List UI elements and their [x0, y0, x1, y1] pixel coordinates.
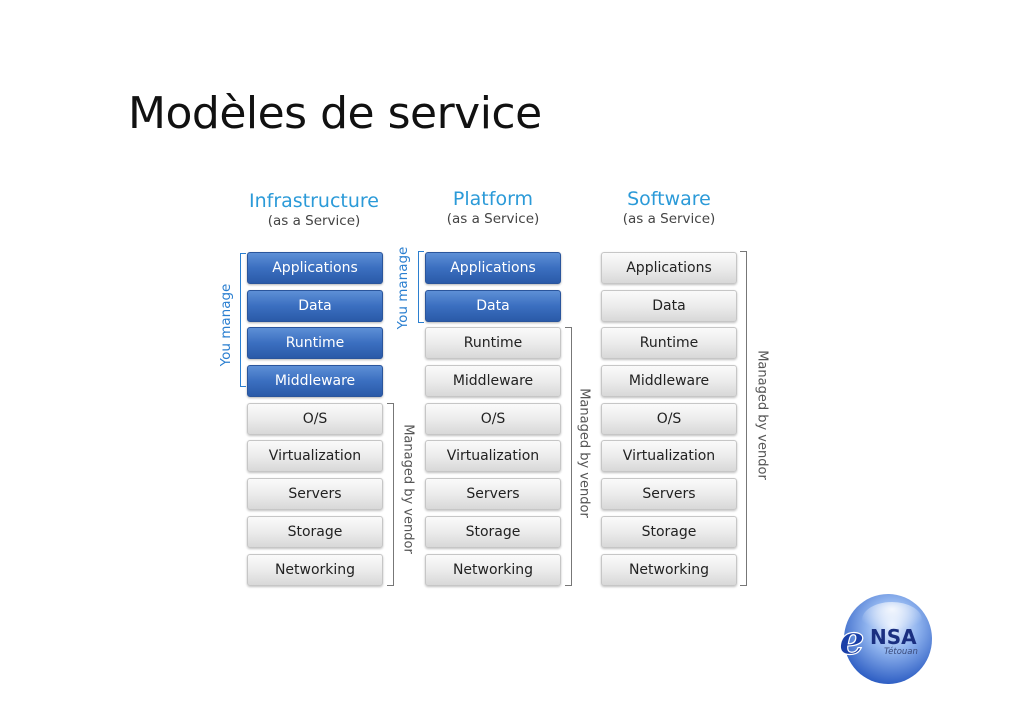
iaas-you-manage-bracket [240, 253, 246, 387]
saas-layer-runtime: Runtime [601, 327, 737, 360]
paas-layer-servers: Servers [425, 478, 561, 511]
paas-heading: Platform (as a Service) [403, 188, 583, 228]
iaas-layer-storage: Storage [247, 515, 383, 548]
paas-layer-networking: Networking [425, 553, 561, 586]
saas-heading: Software (as a Service) [579, 188, 759, 228]
paas-you-manage-label: You manage [395, 246, 411, 330]
saas-layer-virtualization: Virtualization [601, 440, 737, 473]
paas-layer-data: Data [425, 289, 561, 322]
saas-heading-subtitle: (as a Service) [622, 211, 716, 227]
saas-layer-data: Data [601, 289, 737, 322]
paas-layer-runtime: Runtime [425, 327, 561, 360]
slide-title: Modèles de service [128, 88, 542, 139]
ensa-logo-graphic: e NSA Tétouan [838, 594, 932, 684]
iaas-stack: Applications Data Runtime Middleware O/S… [247, 252, 383, 591]
paas-layer-virtualization: Virtualization [425, 440, 561, 473]
paas-vendor-label: Managed by vendor [576, 388, 592, 518]
ensa-logo: e NSA Tétouan [836, 592, 934, 686]
iaas-layer-data: Data [247, 289, 383, 322]
paas-heading-subtitle: (as a Service) [446, 211, 540, 227]
paas-layer-storage: Storage [425, 515, 561, 548]
iaas-heading: Infrastructure (as a Service) [224, 190, 404, 230]
iaas-layer-virtualization: Virtualization [247, 440, 383, 473]
iaas-layer-servers: Servers [247, 478, 383, 511]
ensa-logo-e: e [839, 617, 864, 664]
iaas-layer-runtime: Runtime [247, 327, 383, 360]
saas-stack: Applications Data Runtime Middleware O/S… [601, 252, 737, 591]
iaas-vendor-label: Managed by vendor [400, 424, 416, 554]
saas-layer-storage: Storage [601, 515, 737, 548]
iaas-heading-title: Infrastructure [248, 190, 379, 212]
saas-layer-applications: Applications [601, 252, 737, 284]
iaas-layer-applications: Applications [247, 252, 383, 284]
saas-layer-servers: Servers [601, 478, 737, 511]
paas-stack: Applications Data Runtime Middleware O/S… [425, 252, 561, 591]
ensa-logo-subtext: Tétouan [884, 646, 918, 657]
saas-layer-networking: Networking [601, 553, 737, 586]
iaas-you-manage-label: You manage [218, 283, 234, 367]
saas-heading-title: Software [627, 188, 711, 210]
iaas-vendor-bracket [387, 403, 394, 586]
saas-layer-os: O/S [601, 402, 737, 435]
paas-layer-applications: Applications [425, 252, 561, 284]
iaas-layer-networking: Networking [247, 553, 383, 586]
ensa-logo-nsa: NSA [870, 625, 917, 649]
paas-layer-middleware: Middleware [425, 365, 561, 398]
paas-you-manage-bracket [418, 251, 424, 323]
saas-layer-middleware: Middleware [601, 365, 737, 398]
iaas-layer-middleware: Middleware [247, 365, 383, 398]
paas-layer-os: O/S [425, 402, 561, 435]
paas-vendor-bracket [565, 327, 572, 586]
iaas-layer-os: O/S [247, 402, 383, 435]
iaas-heading-subtitle: (as a Service) [267, 213, 361, 229]
saas-vendor-label: Managed by vendor [754, 350, 770, 480]
paas-heading-title: Platform [452, 188, 534, 210]
saas-vendor-bracket [740, 251, 747, 586]
